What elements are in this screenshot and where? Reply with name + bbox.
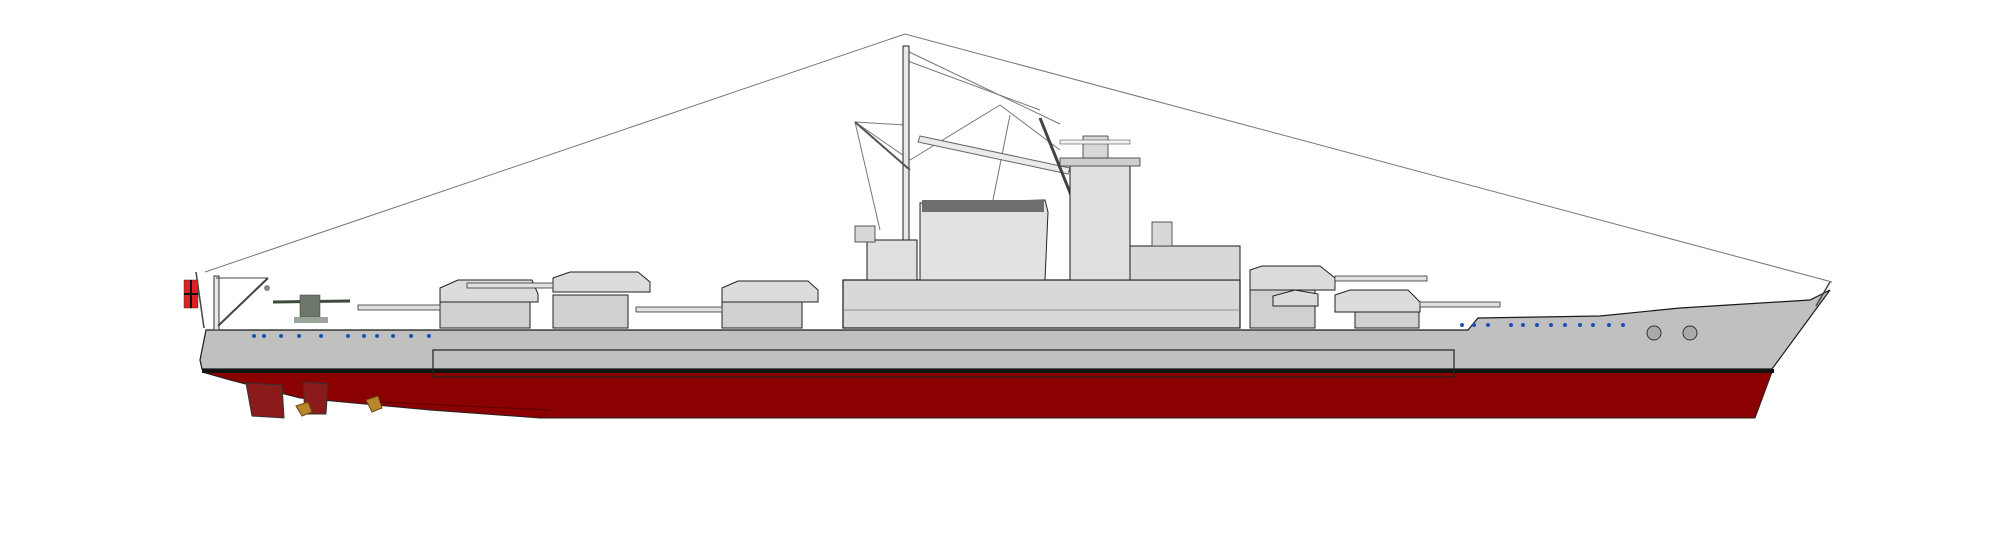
jackstaff [1815,281,1831,307]
anchor-2 [1682,325,1698,341]
hull-underwater [201,371,1773,419]
aircraft-crane [213,275,270,331]
main-turret-B [1249,265,1428,329]
portholes-forward [1460,323,1625,327]
stern-flag [183,271,205,329]
portholes-aft [252,334,431,338]
anchors [1646,325,1698,341]
superstructure [842,135,1241,329]
main-turret-D [466,271,651,329]
main-turret-C [357,279,539,329]
main-mast [854,45,1077,247]
propellers [295,395,551,417]
secondary-turret-fwd [1272,289,1319,307]
rudder-1 [245,382,285,419]
anchor-1 [1646,325,1662,341]
main-turret-A [1334,289,1501,329]
rigging-wires [204,33,1833,283]
belt-armor-panel [432,349,1455,378]
hull-upper [199,289,1831,370]
boot-top-line [202,369,1774,373]
propeller-1 [295,401,313,417]
propeller-2 [365,395,383,413]
secondary-turret-aft [635,280,819,329]
floatplane [272,294,351,323]
